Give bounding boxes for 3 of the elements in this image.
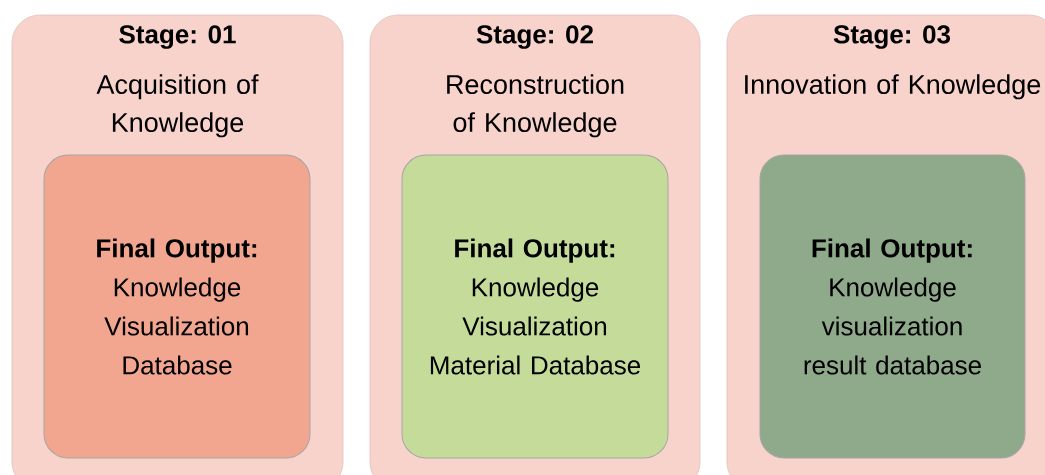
output-box: Final Output: Knowledge Visualization Material Database [401,154,669,459]
output-box: Final Output: Knowledge visualization result database [759,154,1026,459]
output-box: Final Output: Knowledge Visualization Database [43,154,311,459]
